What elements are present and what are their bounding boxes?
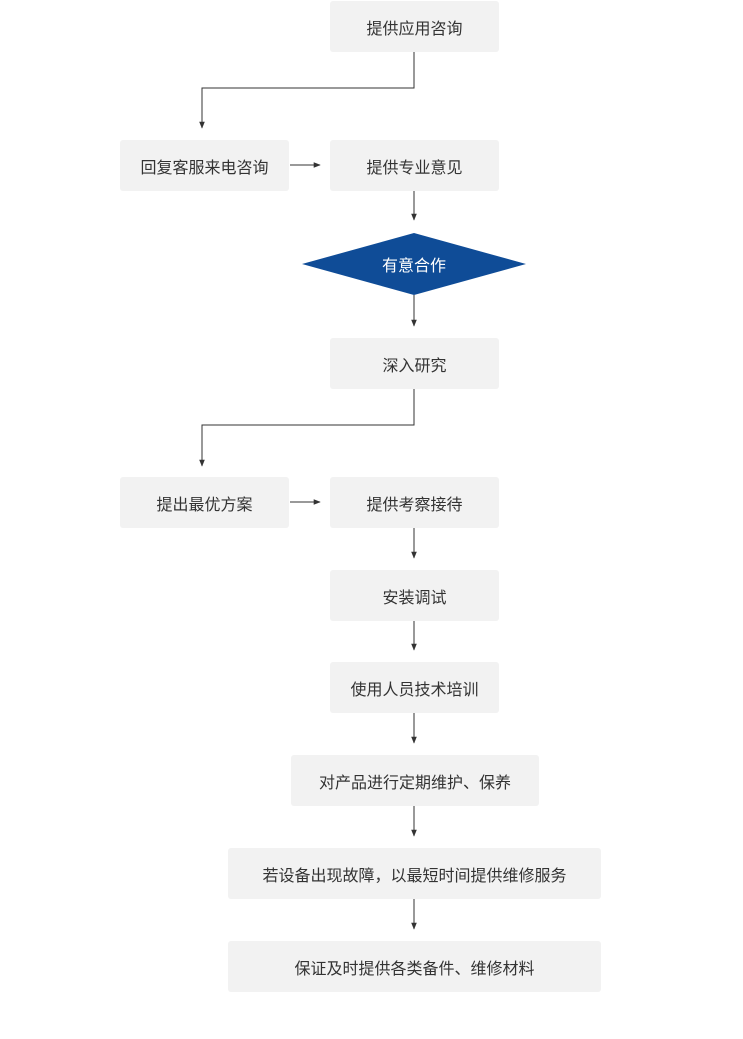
step-regular-maintenance: 对产品进行定期维护、保养 — [291, 755, 539, 806]
step-provide-site-visit-reception: 提供考察接待 — [330, 477, 499, 528]
step-user-technical-training: 使用人员技术培训 — [330, 662, 499, 713]
connector-s3-to-s4-left — [199, 389, 415, 467]
step-installation-debugging: 安装调试 — [330, 570, 499, 621]
step-fast-repair-service: 若设备出现故障，以最短时间提供维修服务 — [228, 848, 601, 899]
step-reply-hotline-consulting: 回复客服来电咨询 — [120, 140, 289, 191]
step-provide-professional-advice: 提供专业意见 — [330, 140, 499, 191]
step-propose-optimal-solution: 提出最优方案 — [120, 477, 289, 528]
decision-diamond — [302, 233, 526, 295]
step-in-depth-research: 深入研究 — [330, 338, 499, 389]
connector-s1-to-s2-left — [199, 52, 415, 129]
step-spare-parts-supply: 保证及时提供各类备件、维修材料 — [228, 941, 601, 992]
step-provide-application-consulting: 提供应用咨询 — [330, 1, 499, 52]
